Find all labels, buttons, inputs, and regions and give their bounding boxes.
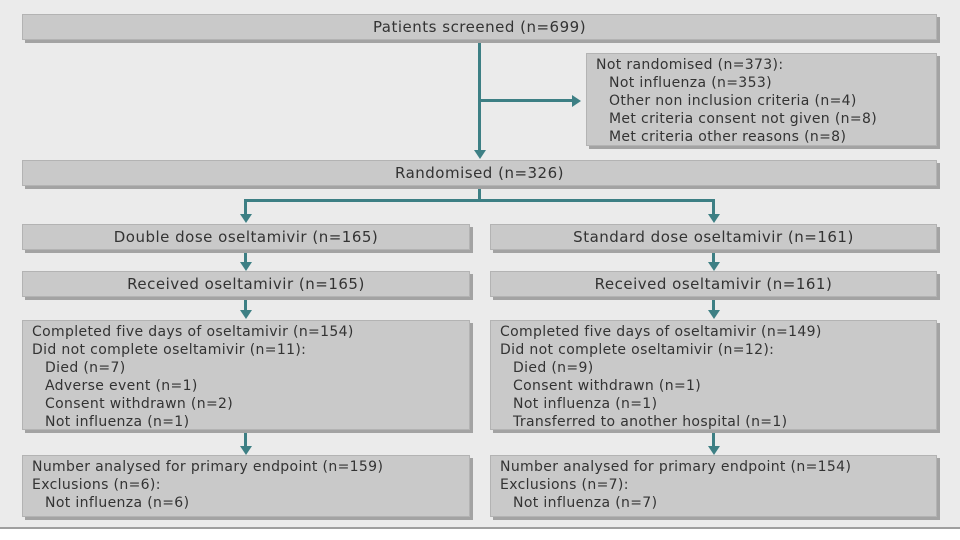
box-double-dose-allocation: Double dose oseltamivir (n=165) — [22, 224, 470, 250]
box-received-double-dose: Received oseltamivir (n=165) — [22, 271, 470, 297]
not-randomised-item: Not influenza (n=353) — [609, 75, 772, 91]
arrowhead-down-icon — [240, 310, 252, 319]
completed-line: Completed five days of oseltamivir (n=14… — [500, 324, 822, 340]
box-patients-screened: Patients screened (n=699) — [22, 14, 937, 40]
not-randomised-item: Met criteria other reasons (n=8) — [609, 129, 847, 145]
box-not-randomised: Not randomised (n=373): Not influenza (n… — [586, 53, 937, 146]
arrowhead-down-icon — [708, 310, 720, 319]
not-randomised-item: Other non inclusion criteria (n=4) — [609, 93, 857, 109]
arrowhead-down-icon — [708, 262, 720, 271]
connector-alloc-received-left — [244, 250, 247, 263]
exclusion-reason: Not influenza (n=7) — [513, 495, 658, 511]
completed-line: Completed five days of oseltamivir (n=15… — [32, 324, 354, 340]
not-randomised-item: Met criteria consent not given (n=8) — [609, 111, 878, 127]
completion-reason: Consent withdrawn (n=2) — [45, 396, 234, 412]
not-completed-line: Did not complete oseltamivir (n=12): — [500, 342, 775, 358]
arrowhead-down-icon — [708, 214, 720, 223]
not-randomised-title: Not randomised (n=373): — [596, 57, 784, 73]
standard-dose-label: Standard dose oseltamivir (n=161) — [573, 228, 854, 246]
connector-completed-analysed-left — [244, 433, 247, 446]
box-completion-standard-dose: Completed five days of oseltamivir (n=14… — [490, 320, 937, 430]
connector-randomised-stub — [478, 186, 481, 200]
connector-to-not-randomised — [480, 99, 572, 102]
arrowhead-down-icon — [708, 446, 720, 455]
double-dose-label: Double dose oseltamivir (n=165) — [113, 228, 379, 246]
exclusions-line: Exclusions (n=7): — [500, 477, 629, 493]
box-analysed-standard-dose: Number analysed for primary endpoint (n=… — [490, 455, 937, 517]
connector-alloc-received-right — [712, 250, 715, 263]
box-analysed-double-dose: Number analysed for primary endpoint (n=… — [22, 455, 470, 517]
connector-split-right — [712, 199, 715, 215]
arrowhead-right-icon — [572, 95, 581, 107]
analysed-line: Number analysed for primary endpoint (n=… — [32, 459, 384, 475]
not-completed-line: Did not complete oseltamivir (n=11): — [32, 342, 307, 358]
exclusion-reason: Not influenza (n=6) — [45, 495, 190, 511]
completion-reason: Consent withdrawn (n=1) — [513, 378, 702, 394]
patients-screened-label: Patients screened (n=699) — [372, 18, 587, 36]
completion-reason: Not influenza (n=1) — [513, 396, 658, 412]
arrowhead-down-icon — [474, 150, 486, 159]
arrowhead-down-icon — [240, 446, 252, 455]
connector-screened-to-randomised — [478, 40, 481, 150]
received-double-label: Received oseltamivir (n=165) — [127, 275, 365, 293]
connector-split-left — [244, 199, 247, 215]
box-completion-double-dose: Completed five days of oseltamivir (n=15… — [22, 320, 470, 430]
box-randomised: Randomised (n=326) — [22, 160, 937, 186]
randomised-label: Randomised (n=326) — [394, 164, 564, 182]
received-standard-label: Received oseltamivir (n=161) — [594, 275, 833, 293]
connector-split-bar — [244, 199, 715, 202]
connector-completed-analysed-right — [712, 433, 715, 446]
exclusions-line: Exclusions (n=6): — [32, 477, 161, 493]
connector-received-completed-left — [244, 297, 247, 310]
completion-reason: Transferred to another hospital (n=1) — [513, 414, 788, 430]
completion-reason: Not influenza (n=1) — [45, 414, 190, 430]
analysed-line: Number analysed for primary endpoint (n=… — [500, 459, 852, 475]
completion-reason: Died (n=9) — [513, 360, 594, 376]
box-received-standard-dose: Received oseltamivir (n=161) — [490, 271, 937, 297]
completion-reason: Adverse event (n=1) — [45, 378, 198, 394]
completion-reason: Died (n=7) — [45, 360, 126, 376]
arrowhead-down-icon — [240, 262, 252, 271]
arrowhead-down-icon — [240, 214, 252, 223]
box-standard-dose-allocation: Standard dose oseltamivir (n=161) — [490, 224, 937, 250]
connector-received-completed-right — [712, 297, 715, 310]
